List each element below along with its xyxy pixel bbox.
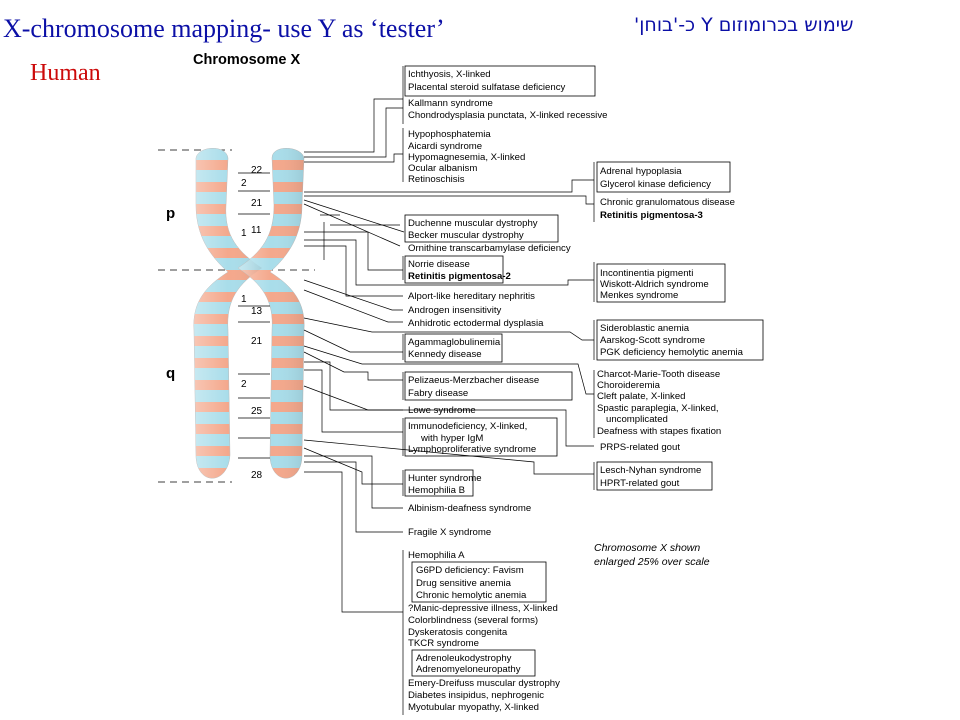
gene-label: PRPS-related gout — [600, 442, 680, 453]
gene-label: Agammaglobulinemia — [408, 337, 501, 348]
band-ticks — [238, 172, 270, 459]
gene-label: ?Manic-depressive illness, X-linked — [408, 603, 558, 614]
gene-label: Myotubular myopathy, X-linked — [408, 702, 539, 713]
gene-label: Chronic granulomatous disease — [600, 197, 735, 208]
band-label-q1: 1 — [241, 294, 247, 305]
gene-label: Kennedy disease — [408, 349, 482, 360]
gene-label: Hypomagnesemia, X-linked — [408, 152, 525, 163]
label-boxes — [404, 65, 764, 677]
gene-label: Hemophilia A — [408, 550, 465, 561]
gene-label: Placental steroid sulfatase deficiency — [408, 82, 566, 93]
gene-label: Ornithine transcarbamylase deficiency — [408, 243, 571, 254]
gene-label: Anhidrotic ectodermal dysplasia — [408, 318, 544, 329]
gene-label: Emery-Dreifuss muscular dystrophy — [408, 678, 560, 689]
gene-label: G6PD deficiency: Favism — [416, 565, 524, 576]
gene-label: Lymphoproliferative syndrome — [408, 444, 536, 455]
gene-label: Dyskeratosis congenita — [408, 627, 508, 638]
gene-label: HPRT-related gout — [600, 478, 680, 489]
gene-label: Adrenomyeloneuropathy — [416, 664, 521, 675]
disease-labels: Ichthyosis, X-linked Placental steroid s… — [408, 69, 744, 713]
band-label-q13: 13 — [251, 306, 263, 317]
gene-label: Spastic paraplegia, X-linked, — [597, 403, 719, 414]
gene-label: Glycerol kinase deficiency — [600, 179, 711, 190]
gene-label: Adrenal hypoplasia — [600, 166, 682, 177]
gene-label: Becker muscular dystrophy — [408, 230, 524, 241]
hebrew-caption: שימוש בכרומוזום Y כ-'בוחן' — [634, 14, 854, 36]
gene-label: PGK deficiency hemolytic anemia — [600, 347, 744, 358]
gene-label: Chronic hemolytic anemia — [416, 590, 527, 601]
gene-label: Duchenne muscular dystrophy — [408, 218, 538, 229]
gene-label: Hemophilia B — [408, 485, 465, 496]
band-label-p21: 21 — [251, 198, 263, 209]
gene-label: Retinitis pigmentosa-2 — [408, 271, 511, 282]
gene-label: Colorblindness (several forms) — [408, 615, 538, 626]
gene-label: Sideroblastic anemia — [600, 323, 690, 334]
gene-label: uncomplicated — [606, 414, 668, 425]
gene-label: Diabetes insipidus, nephrogenic — [408, 690, 544, 701]
band-label-p22: 22 — [251, 165, 263, 176]
band-label-q25: 25 — [251, 406, 263, 417]
gene-label: Ocular albanism — [408, 163, 477, 174]
connector-lines — [303, 66, 595, 715]
gene-label: with hyper IgM — [420, 433, 483, 444]
gene-label: Menkes syndrome — [600, 290, 678, 301]
band-label-p11: 11 — [251, 225, 262, 236]
band-label-p2: 2 — [241, 178, 247, 189]
gene-label: Fragile X syndrome — [408, 527, 491, 538]
gene-label: Wiskott-Aldrich syndrome — [600, 279, 709, 290]
gene-label: Adrenoleukodystrophy — [416, 653, 512, 664]
slide-subtitle: Human — [30, 60, 101, 86]
arm-label-p: p — [166, 205, 175, 222]
gene-label: Androgen insensitivity — [408, 305, 502, 316]
gene-label: Cleft palate, X-linked — [597, 391, 686, 402]
gene-label: Fabry disease — [408, 388, 468, 399]
scale-note-line1: Chromosome X shown — [594, 542, 700, 554]
band-label-q28: 28 — [251, 470, 263, 481]
gene-label: Incontinentia pigmenti — [600, 268, 693, 279]
scale-note-line2: enlarged 25% over scale — [594, 556, 710, 568]
figure-title: Chromosome X — [193, 52, 300, 68]
gene-label: Pelizaeus-Merzbacher disease — [408, 375, 539, 386]
gene-label: TKCR syndrome — [408, 638, 479, 649]
gene-label: Lesch-Nyhan syndrome — [600, 465, 701, 476]
gene-label: Hunter syndrome — [408, 473, 482, 484]
gene-label: Lowe syndrome — [408, 405, 476, 416]
band-label-q21: 21 — [251, 336, 263, 347]
band-label-q2: 2 — [241, 379, 247, 390]
gene-label: Ichthyosis, X-linked — [408, 69, 491, 80]
slide-title: X-chromosome mapping- use Y as ‘tester’ — [3, 14, 445, 43]
band-label-p1: 1 — [241, 228, 247, 239]
gene-label: Aarskog-Scott syndrome — [600, 335, 705, 346]
gene-label: Retinitis pigmentosa-3 — [600, 210, 703, 221]
gene-label: Deafness with stapes fixation — [597, 426, 721, 437]
gene-label: Aicardi syndrome — [408, 141, 482, 152]
gene-label: Albinism-deafness syndrome — [408, 503, 531, 514]
gene-label: Alport-like hereditary nephritis — [408, 291, 535, 302]
gene-label: Choroideremia — [597, 380, 661, 391]
gene-label: Hypophosphatemia — [408, 129, 491, 140]
gene-label: Immunodeficiency, X-linked, — [408, 421, 527, 432]
gene-label: Chondrodysplasia punctata, X-linked rece… — [408, 110, 607, 121]
gene-label: Norrie disease — [408, 259, 470, 270]
chromosome-x — [193, 148, 305, 479]
gene-label: Drug sensitive anemia — [416, 578, 512, 589]
gene-label: Kallmann syndrome — [408, 98, 493, 109]
arm-label-q: q — [166, 365, 175, 382]
gene-label: Retinoschisis — [408, 174, 465, 185]
gene-label: Charcot-Marie-Tooth disease — [597, 369, 720, 380]
